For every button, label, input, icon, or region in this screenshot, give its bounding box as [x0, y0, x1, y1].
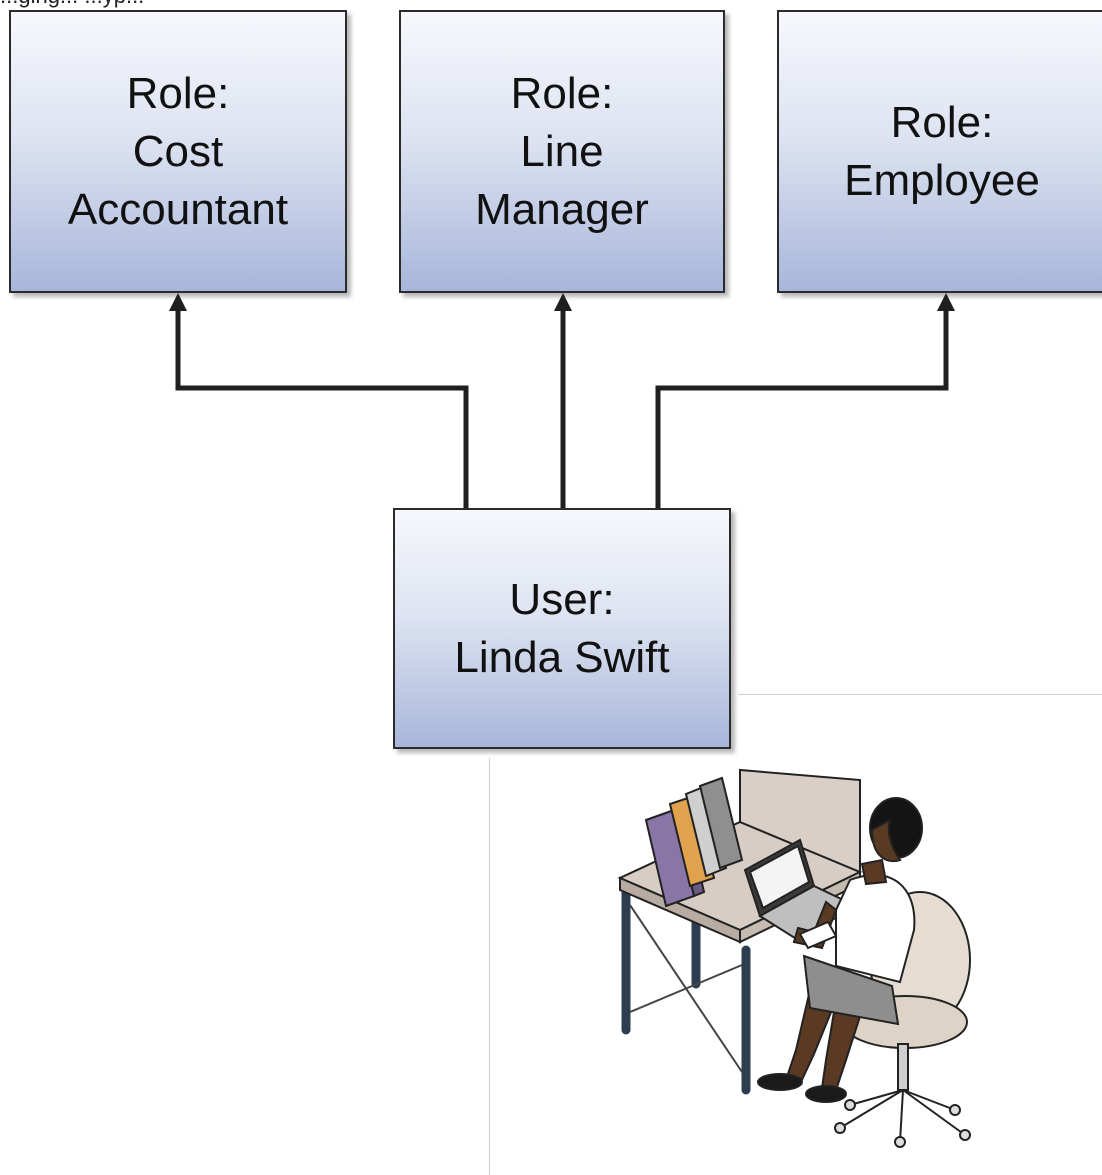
connector-cost-accountant — [175, 305, 469, 508]
role-box-employee: Role: Employee — [777, 10, 1102, 293]
caption-fragment: ...ging... ...yp... — [0, 0, 1102, 8]
arrowhead-line-manager — [554, 293, 572, 311]
role-box-label-line: Role: — [126, 68, 230, 118]
arrowhead-employee — [937, 293, 955, 311]
user-box-linda-swift: User: Linda Swift — [393, 508, 731, 749]
role-box-label-line: Role: — [510, 68, 614, 118]
arrowhead-cost-accountant — [169, 293, 187, 311]
connector-arrows — [169, 293, 955, 508]
connector-employee — [655, 305, 949, 508]
user-box-label-line: Linda Swift — [454, 632, 670, 682]
role-box-label-line: Line — [520, 126, 604, 176]
role-box-cost-accountant: Role: Cost Accountant — [9, 10, 347, 293]
person-at-desk-with-laptop-icon — [617, 768, 971, 1148]
divider-horizontal — [738, 694, 1102, 695]
role-box-label-line: Manager — [475, 184, 649, 234]
divider-vertical — [489, 758, 490, 1175]
role-box-label-line: Accountant — [67, 184, 289, 234]
role-box-label-line: Employee — [844, 155, 1040, 205]
role-box-line-manager: Role: Line Manager — [399, 10, 725, 293]
role-box-label-line: Role: — [890, 97, 994, 147]
role-box-label-line: Cost — [132, 126, 224, 176]
user-box-label-line: User: — [509, 574, 615, 624]
